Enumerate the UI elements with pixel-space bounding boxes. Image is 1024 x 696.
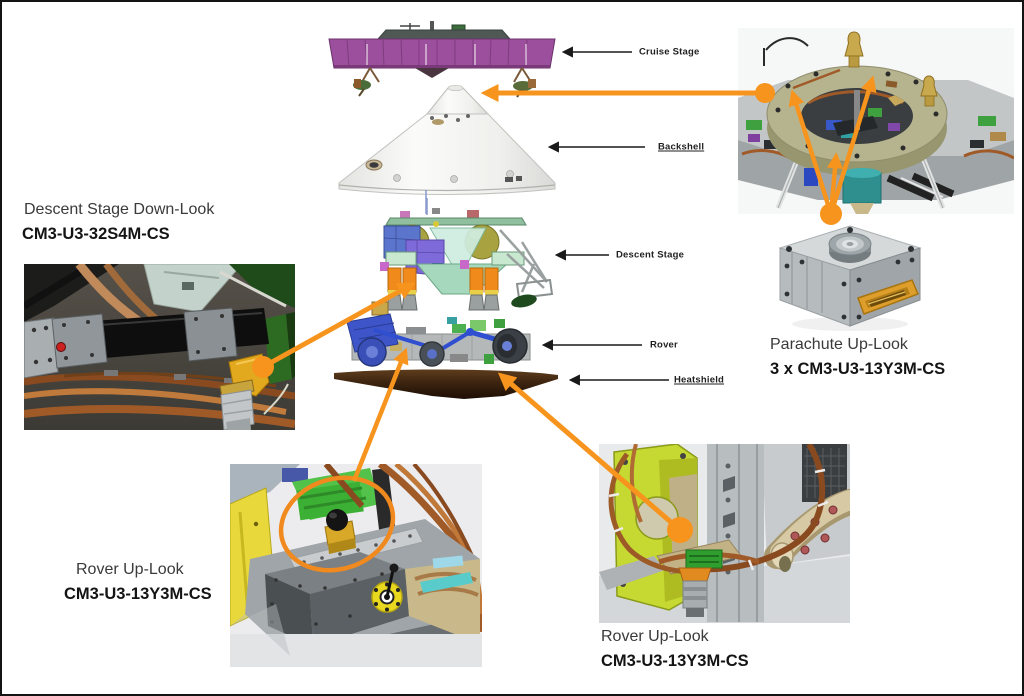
caption-descent-downlook: Descent Stage Down-Look CM3-U3-32S4M-CS (22, 200, 214, 245)
label-backshell: Backshell (658, 141, 705, 153)
label-cruise-stage: Cruise Stage (639, 46, 700, 58)
descent-stage-graphic (371, 198, 554, 316)
caption-parachute-uplook-model: 3 x CM3-U3-13Y3M-CS (770, 360, 946, 378)
gold-knob-right (920, 75, 938, 107)
label-heatshield: Heatshield (674, 374, 725, 386)
caption-parachute-uplook-title: Parachute Up-Look (770, 336, 908, 353)
camera-location-connectors (252, 75, 877, 573)
caption-rover-uplook-right: Rover Up-Look CM3-U3-13Y3M-CS (601, 627, 749, 672)
parachute-ring-photo (738, 28, 1014, 214)
rover-uplook-right-photo (599, 444, 850, 623)
caption-rover-uplook-left-model: CM3-U3-13Y3M-CS (64, 585, 212, 603)
caption-rover-uplook-right-title: Rover Up-Look (601, 628, 709, 645)
label-arrows (541, 46, 669, 386)
descent-downlook-photo (24, 264, 295, 430)
rover-uplook-left-photo (230, 464, 482, 667)
label-rover: Rover (650, 339, 678, 351)
backshell-graphic (338, 85, 556, 214)
caption-descent-downlook-title: Descent Stage Down-Look (24, 201, 215, 218)
gold-knob-top (844, 31, 864, 68)
label-descent-stage: Descent Stage (616, 249, 685, 261)
parachute-camera-graphic (778, 225, 922, 331)
caption-rover-uplook-right-model: CM3-U3-13Y3M-CS (601, 652, 749, 670)
caption-parachute-uplook: Parachute Up-Look 3 x CM3-U3-13Y3M-CS (770, 335, 945, 380)
caption-rover-uplook-left: Rover Up-Look CM3-U3-13Y3M-CS (64, 560, 212, 605)
caption-descent-downlook-model: CM3-U3-32S4M-CS (22, 225, 170, 243)
cruise-stage-graphic (328, 21, 556, 98)
rover-graphic (346, 313, 531, 367)
caption-rover-uplook-left-title: Rover Up-Look (76, 561, 184, 578)
